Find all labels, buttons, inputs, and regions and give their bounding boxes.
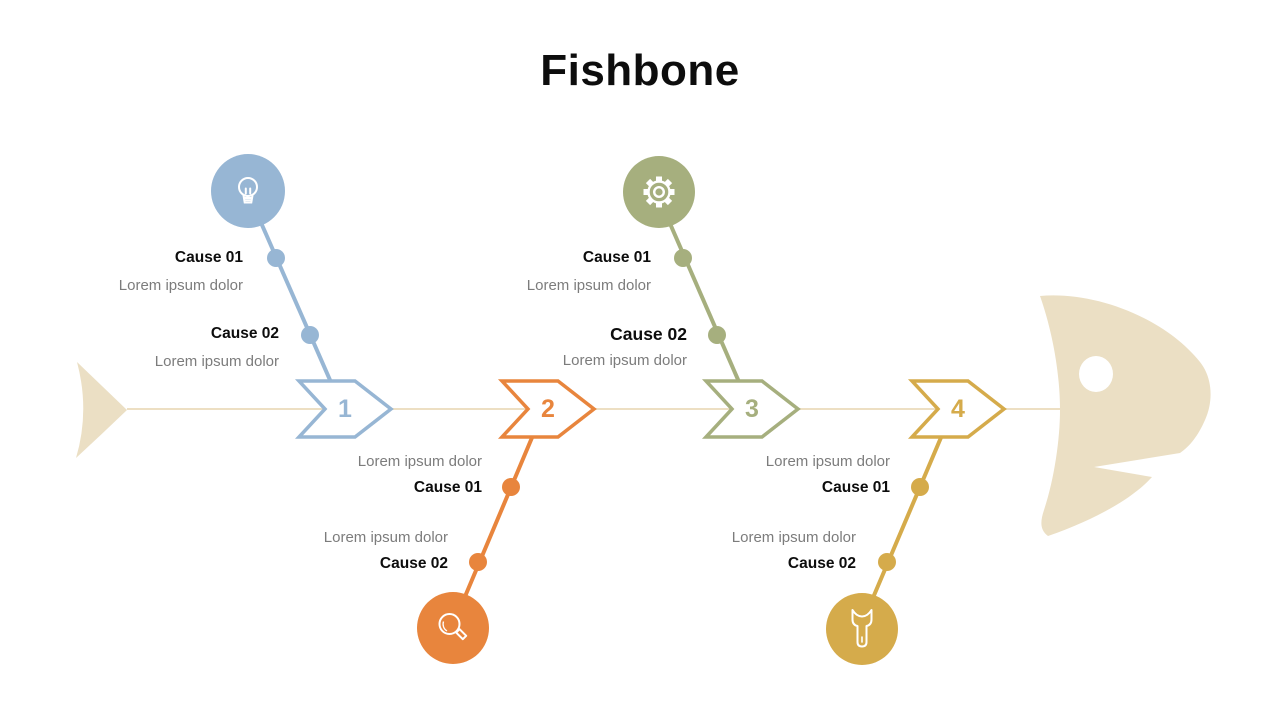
cause-group-4-2: Lorem ipsum dolor Cause 02 bbox=[636, 527, 856, 575]
fish-tail bbox=[76, 362, 127, 458]
fish-head bbox=[1040, 295, 1211, 536]
magnifier-icon bbox=[417, 592, 489, 664]
marker-number-4: 4 bbox=[951, 395, 965, 423]
gear-icon bbox=[623, 156, 695, 228]
cause-label: Cause 02 bbox=[610, 324, 687, 344]
cause-desc: Lorem ipsum dolor bbox=[765, 453, 890, 470]
cause-desc: Lorem ipsum dolor bbox=[562, 352, 687, 369]
bone-dot bbox=[301, 326, 319, 344]
bone-line-1 bbox=[246, 192, 339, 397]
bone-dot bbox=[878, 553, 896, 571]
marker-number-1: 1 bbox=[338, 395, 352, 423]
cause-label: Cause 01 bbox=[413, 479, 482, 496]
marker-number-3: 3 bbox=[745, 395, 759, 423]
bone-dot bbox=[267, 249, 285, 267]
cause-group-2-1: Lorem ipsum dolor Cause 01 bbox=[262, 451, 482, 499]
cause-group-2-2: Lorem ipsum dolor Cause 02 bbox=[228, 527, 448, 575]
cause-label: Cause 02 bbox=[787, 555, 856, 572]
bone-line-4 bbox=[859, 420, 950, 627]
cause-group-3-2: Cause 02 Lorem ipsum dolor bbox=[467, 322, 687, 372]
bone-dot bbox=[911, 478, 929, 496]
cause-group-4-1: Lorem ipsum dolor Cause 01 bbox=[670, 451, 890, 499]
chevron-marker-3 bbox=[701, 379, 801, 439]
fish-eye bbox=[1079, 356, 1113, 392]
bone-line-2 bbox=[451, 420, 541, 626]
cause-group-3-1: Cause 01 Lorem ipsum dolor bbox=[431, 247, 651, 297]
cause-desc: Lorem ipsum dolor bbox=[118, 277, 243, 294]
wrench-icon bbox=[826, 593, 898, 665]
cause-desc: Lorem ipsum dolor bbox=[526, 277, 651, 294]
chevron-marker-1 bbox=[294, 379, 394, 439]
cause-desc: Lorem ipsum dolor bbox=[731, 529, 856, 546]
cause-label: Cause 01 bbox=[174, 249, 243, 266]
chevron-marker-2 bbox=[497, 379, 597, 439]
cause-desc: Lorem ipsum dolor bbox=[357, 453, 482, 470]
bone-dot bbox=[469, 553, 487, 571]
page-title: Fishbone bbox=[540, 46, 740, 95]
cause-label: Cause 01 bbox=[582, 249, 651, 266]
cause-desc: Lorem ipsum dolor bbox=[323, 529, 448, 546]
cause-label: Cause 01 bbox=[821, 479, 890, 496]
cause-label: Cause 02 bbox=[210, 325, 279, 342]
cause-group-1-2: Cause 02 Lorem ipsum dolor bbox=[59, 323, 279, 373]
bone-dots bbox=[267, 249, 929, 571]
marker-number-2: 2 bbox=[541, 395, 555, 423]
cause-desc: Lorem ipsum dolor bbox=[154, 353, 279, 370]
cause-group-1-1: Cause 01 Lorem ipsum dolor bbox=[23, 247, 243, 297]
chevron-marker-4 bbox=[907, 379, 1007, 439]
lightbulb-icon bbox=[211, 154, 285, 228]
bone-dot bbox=[708, 326, 726, 344]
bone-dot bbox=[502, 478, 520, 496]
bone-line-3 bbox=[656, 195, 748, 399]
cause-label: Cause 02 bbox=[379, 555, 448, 572]
bone-dot bbox=[674, 249, 692, 267]
